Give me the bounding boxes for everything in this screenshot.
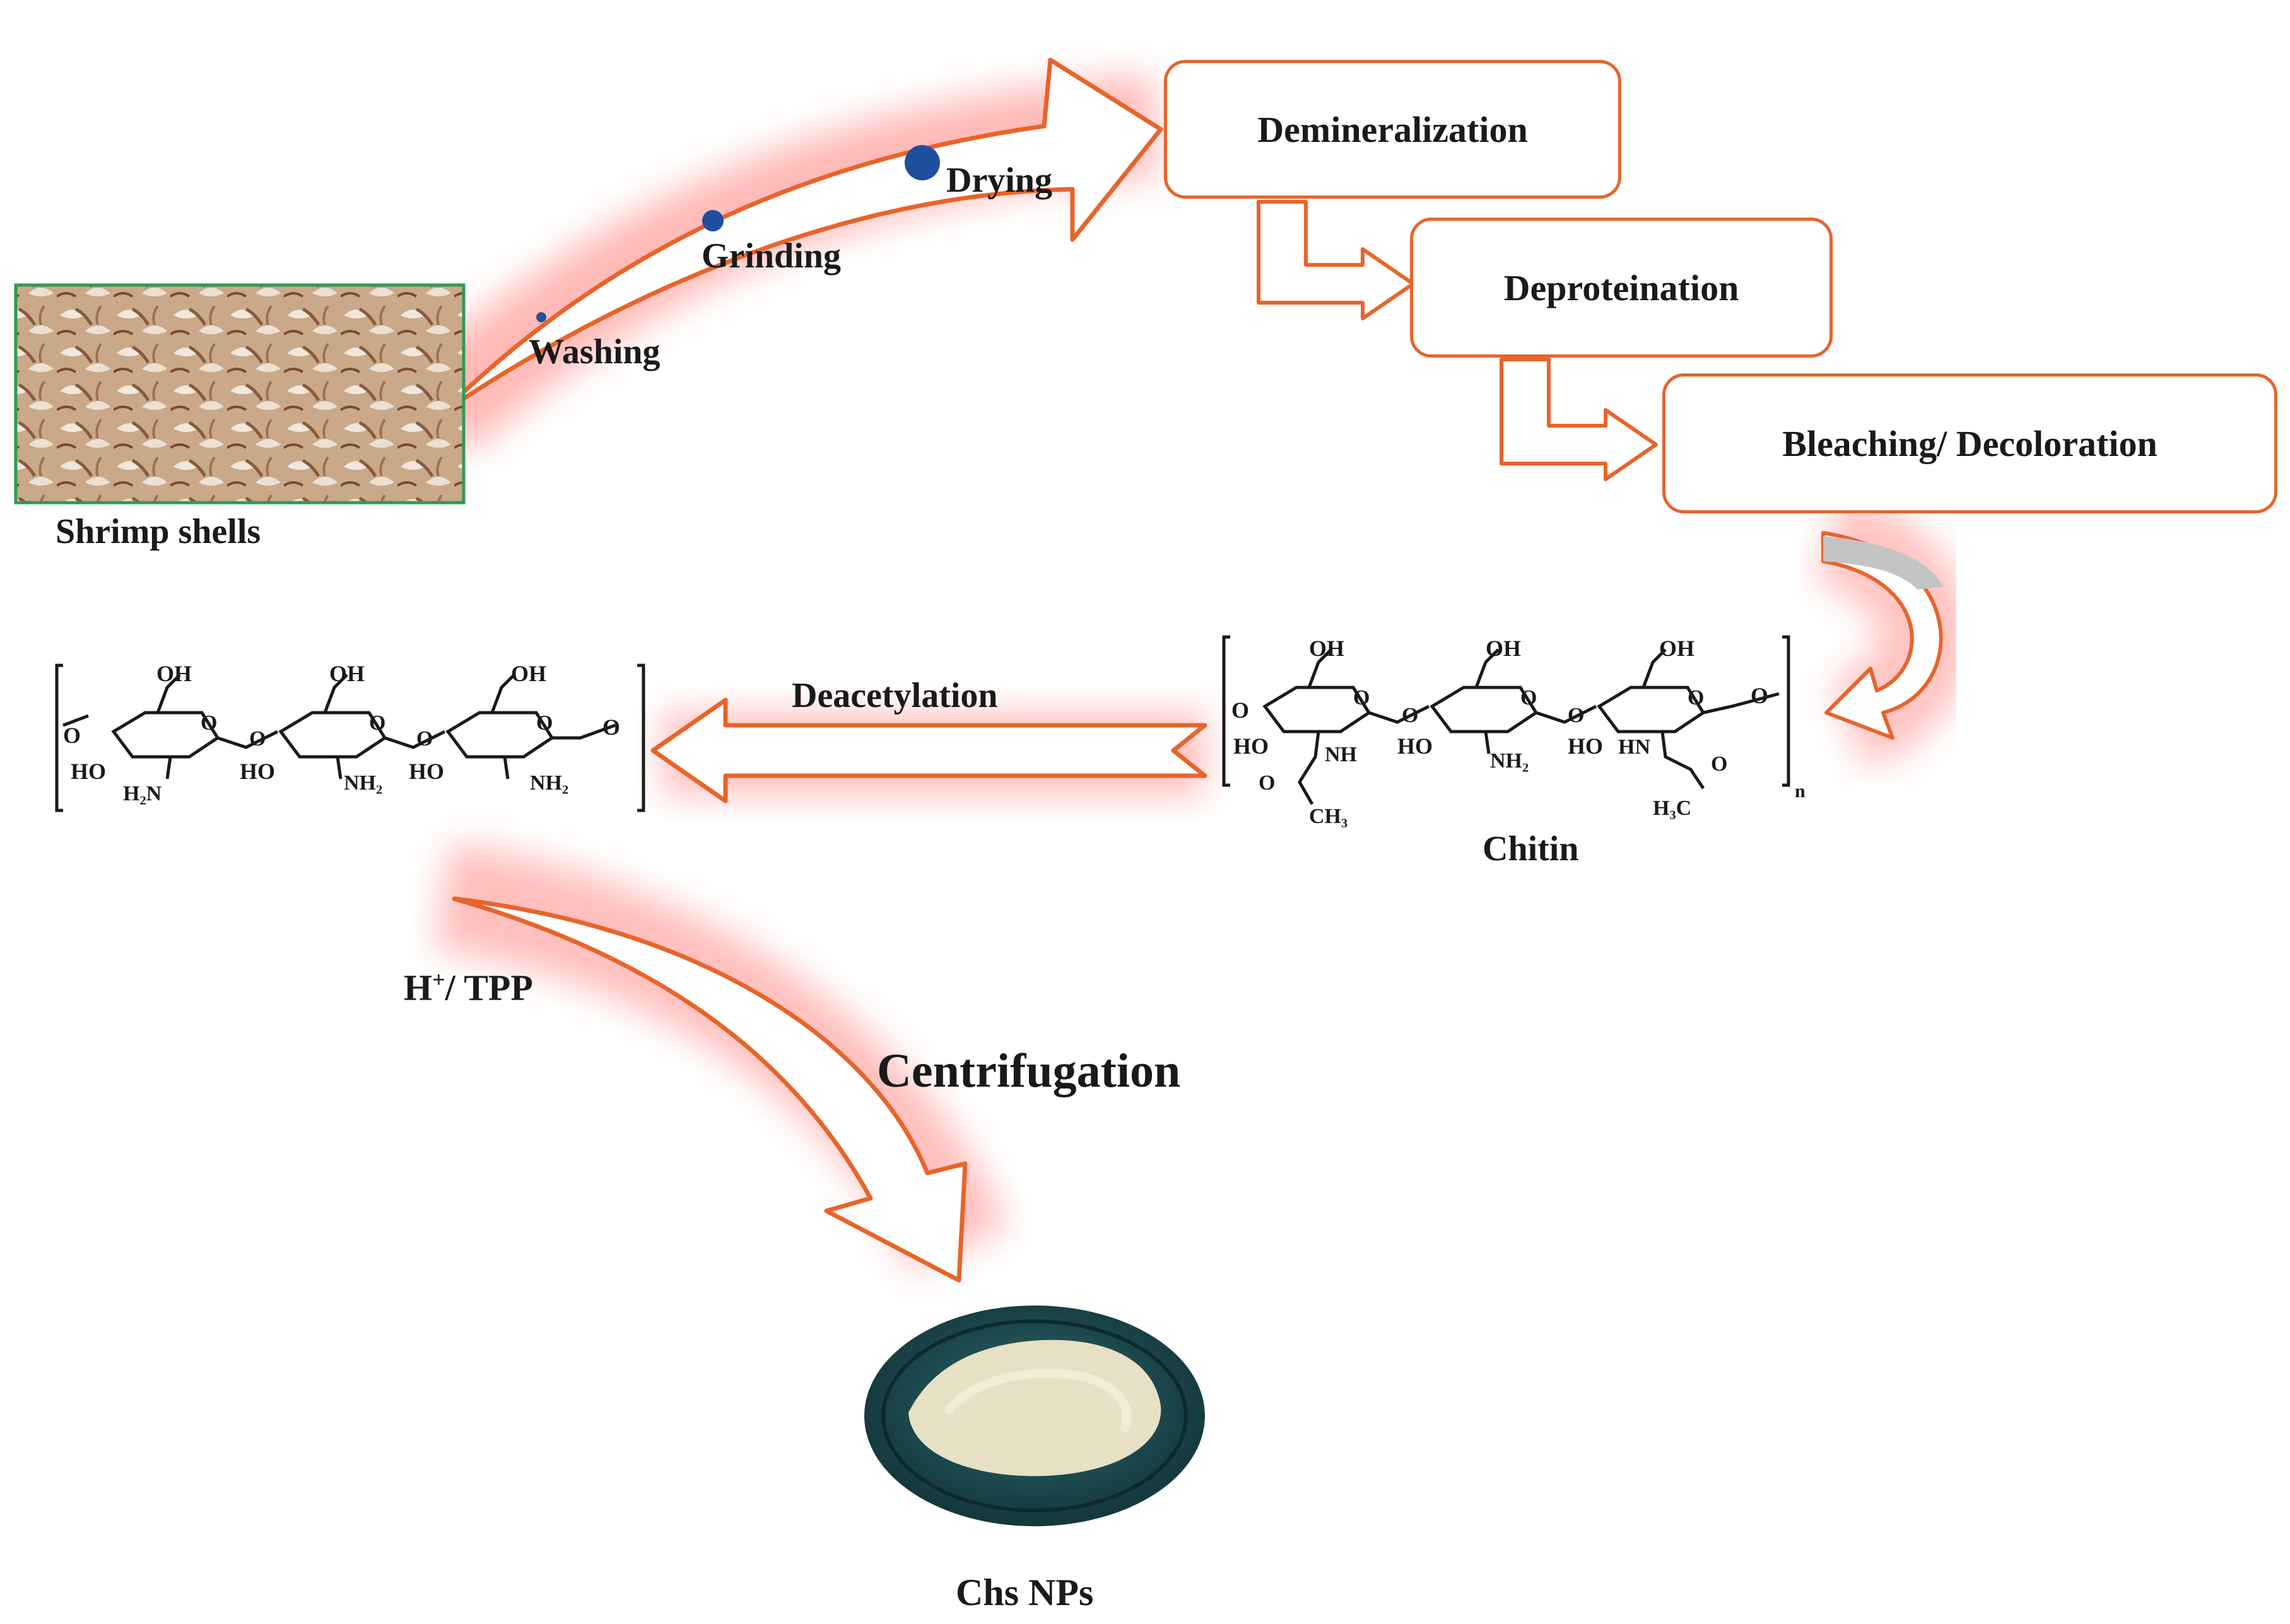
bleaching-box: Bleaching/ Decoloration — [1662, 373, 2277, 513]
drying-dot — [905, 145, 940, 180]
step-arrow-1 — [1257, 200, 1415, 320]
bleaching-label: Bleaching/ Decoloration — [1782, 423, 2158, 464]
deacetylation-arrow — [650, 698, 1207, 803]
chitin-o-carbonyl-2: O — [1711, 752, 1728, 776]
chs-nps-label: Chs NPs — [956, 1572, 1094, 1613]
chitosan-o-ring3: O — [536, 711, 553, 735]
chitosan-o-link1: O — [249, 727, 266, 751]
chitosan-nh2-1: NH₂ — [344, 771, 383, 795]
centrifugation-arrow — [452, 896, 968, 1283]
shrimp-shells-label: Shrimp shells — [56, 512, 261, 551]
chitin-structure — [1222, 635, 1790, 805]
chitosan-nh2-2: NH₂ — [530, 771, 569, 795]
chitosan-ho-3: HO — [409, 759, 445, 784]
chitosan-structure — [55, 663, 645, 812]
centrifugation-label: Centrifugation — [877, 1044, 1181, 1097]
washing-dot — [536, 312, 546, 322]
reagent-sup: + — [432, 967, 445, 992]
chitosan-h2n: H₂N — [123, 782, 162, 805]
reagent-rest: / TPP — [445, 967, 533, 1008]
chitin-o-link1: O — [1402, 704, 1419, 727]
chitosan-o-left: O — [63, 723, 81, 748]
chitin-label: Chitin — [1483, 829, 1579, 868]
demineralization-label: Demineralization — [1257, 108, 1528, 150]
drying-label: Drying — [946, 161, 1052, 200]
chitin-ho-1: HO — [1233, 733, 1269, 759]
chitin-o-ring2: O — [1520, 686, 1537, 710]
deproteination-box: Deproteination — [1410, 218, 1833, 358]
reagent-label: H+/ TPP — [404, 968, 533, 1006]
chitin-o-left: O — [1231, 698, 1250, 723]
chitin-h3c: H₃C — [1653, 797, 1692, 820]
chitin-oh-1: OH — [1309, 636, 1345, 661]
chitosan-o-link2: O — [416, 727, 433, 751]
chitin-hn: HN — [1618, 735, 1650, 759]
chitin-nh: NH — [1325, 743, 1357, 766]
shrimp-shells-image — [14, 283, 466, 505]
chitin-nh2: NH₂ — [1490, 749, 1529, 773]
chitosan-oh-1: OH — [156, 661, 192, 686]
chitosan-o-right: O — [602, 715, 621, 740]
chitin-ch3: CH₃ — [1309, 805, 1348, 828]
chitosan-ho-2: HO — [240, 759, 276, 784]
chitin-o-right: O — [1751, 683, 1769, 708]
chitin-ho-2: HO — [1397, 733, 1433, 759]
step-arrow-2 — [1500, 358, 1658, 481]
washing-label: Washing — [529, 332, 661, 371]
chitin-o-link2: O — [1568, 704, 1585, 727]
grinding-label: Grinding — [702, 237, 841, 276]
deacetylation-label: Deacetylation — [792, 676, 998, 715]
pretreatment-arrow — [439, 57, 1163, 416]
chitosan-o-ring2: O — [369, 711, 386, 735]
reagent-base: H — [404, 967, 433, 1008]
chitosan-oh-2: OH — [329, 661, 365, 686]
grinding-dot — [702, 210, 724, 231]
chitin-o-carbonyl-1: O — [1259, 771, 1276, 795]
chitosan-oh-3: OH — [511, 661, 547, 686]
chitin-oh-3: OH — [1659, 636, 1695, 661]
chitin-o-ring3: O — [1688, 686, 1705, 710]
deproteination-label: Deproteination — [1503, 267, 1739, 308]
chitin-oh-2: OH — [1486, 636, 1522, 661]
chitosan-ho-1: HO — [71, 759, 107, 784]
chitin-o-ring1: O — [1353, 686, 1370, 710]
chitin-n-subscript: n — [1795, 781, 1806, 802]
chitin-ho-3: HO — [1568, 733, 1604, 759]
chitosan-o-ring1: O — [201, 711, 218, 735]
demineralization-box: Demineralization — [1164, 60, 1621, 199]
chs-nps-image — [864, 1306, 1205, 1526]
